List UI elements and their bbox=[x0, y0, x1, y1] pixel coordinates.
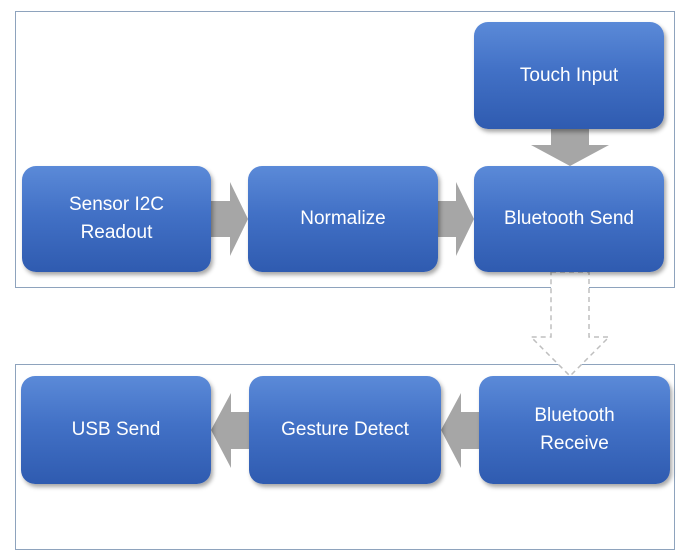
bluetooth-receive-block: Bluetooth Receive bbox=[479, 376, 670, 484]
wireless-link-arrow bbox=[529, 271, 611, 378]
bluetooth-send-block-label: Bluetooth Send bbox=[504, 208, 634, 229]
usb-send-block-label: USB Send bbox=[71, 419, 161, 440]
arrow-gesture-to-usb-send bbox=[211, 393, 249, 468]
bluetooth-receive-block-line2: Receive bbox=[540, 433, 609, 454]
bluetooth-send-block: Bluetooth Send bbox=[474, 166, 664, 272]
normalize-block-label: Normalize bbox=[300, 208, 386, 229]
touch-input-block-label: Touch Input bbox=[519, 64, 619, 86]
arrow-bluetooth-receive-to-gesture bbox=[441, 393, 479, 468]
usb-send-block: USB Send bbox=[21, 376, 211, 484]
arrow-normalize-to-bluetooth-send bbox=[438, 182, 474, 256]
gesture-detect-block: Gesture Detect bbox=[249, 376, 441, 484]
gesture-detect-block-label: Gesture Detect bbox=[281, 419, 409, 440]
arrow-sensor-to-normalize bbox=[211, 182, 248, 256]
sensor-i2c-readout-block: Sensor I2C Readout bbox=[22, 166, 211, 272]
bluetooth-receive-block-line1: Bluetooth bbox=[534, 405, 615, 426]
sensor-block-line2: Readout bbox=[80, 222, 153, 243]
arrow-touch-to-bluetooth-send bbox=[531, 129, 609, 166]
normalize-block: Normalize bbox=[248, 166, 438, 272]
touch-input-block: Touch Input bbox=[474, 22, 664, 129]
sensor-block-line1: Sensor I2C bbox=[68, 194, 165, 215]
